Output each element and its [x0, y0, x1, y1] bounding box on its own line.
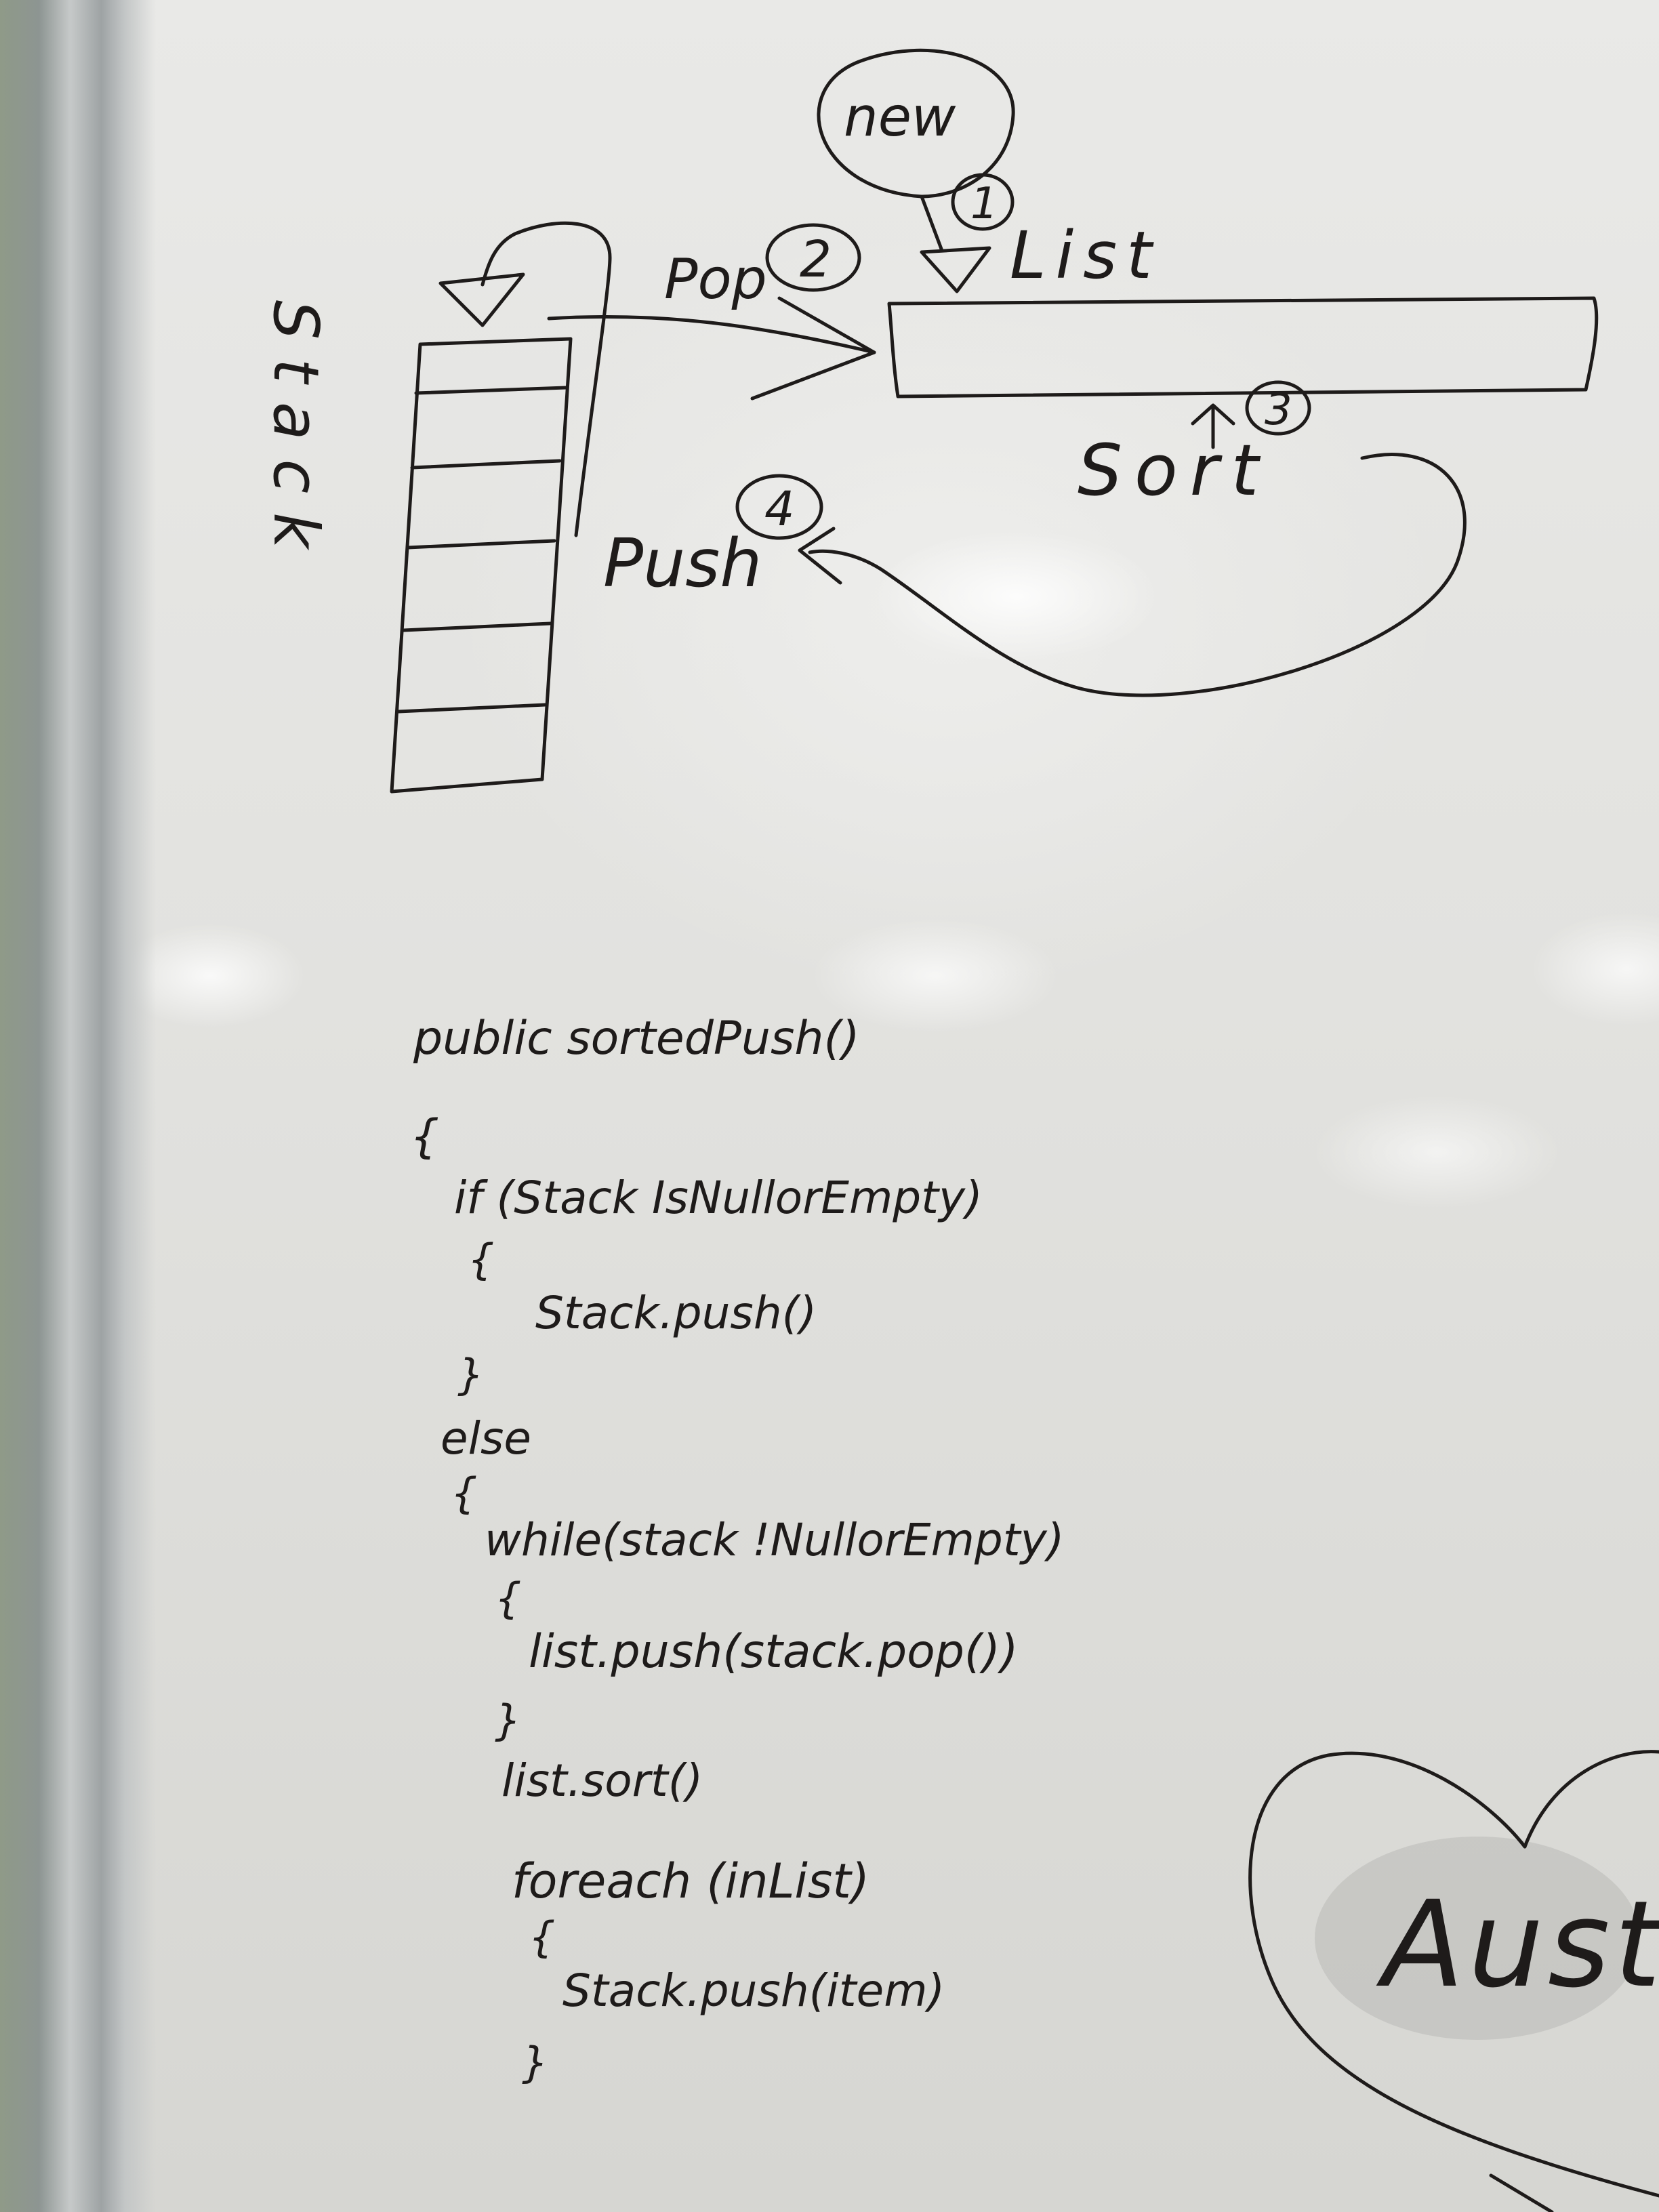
code-line: { — [495, 1574, 521, 1623]
code-line: if (Stack IsNullorEmpty) — [454, 1172, 983, 1224]
stack-diagram — [390, 337, 573, 794]
code-line: foreach (inList) — [512, 1853, 869, 1909]
code-line: Stack.push(item) — [562, 1965, 945, 2017]
svg-text:Austi: Austi — [1376, 1875, 1659, 2014]
svg-text:List: List — [1010, 218, 1162, 293]
new-to-list-arrow — [920, 246, 991, 293]
svg-text:Pop: Pop — [664, 247, 767, 312]
code-line: } — [457, 1350, 484, 1399]
pop-arrow — [547, 296, 876, 401]
step-4-marker: 4 — [735, 474, 823, 540]
code-line: { — [451, 1469, 477, 1518]
whiteboard-frame — [0, 0, 156, 2212]
sort-up-arrow — [1191, 403, 1235, 449]
step-1-marker: 1 — [951, 173, 1015, 231]
push-label: Push — [603, 525, 762, 602]
sort-label: Sort — [1078, 429, 1271, 512]
svg-text:Stack: Stack — [260, 300, 332, 568]
heart-drawing: Austi — [1248, 1750, 1659, 2212]
list-label: List — [1010, 218, 1162, 293]
sort-to-push-arrow — [798, 453, 1467, 697]
code-line: else — [441, 1412, 531, 1465]
code-line: { — [410, 1110, 439, 1164]
svg-text:1: 1 — [970, 179, 998, 229]
code-line: public sortedPush() — [413, 1012, 860, 1065]
svg-text:3: 3 — [1265, 385, 1292, 435]
stack-label: Stack — [260, 300, 332, 568]
list-box — [887, 296, 1599, 398]
code-line: list.push(stack.pop()) — [529, 1625, 1018, 1679]
new-bubble: new — [817, 48, 1015, 253]
code-block: public sortedPush() { if (Stack IsNullor… — [410, 1012, 1064, 2087]
code-line: } — [495, 1696, 521, 1745]
code-line: list.sort() — [501, 1755, 703, 1807]
svg-text:new: new — [844, 85, 956, 148]
svg-text:2: 2 — [800, 230, 832, 289]
code-line: Stack.push() — [535, 1287, 817, 1339]
svg-text:4: 4 — [764, 481, 795, 537]
code-line: } — [522, 2038, 548, 2087]
code-line: { — [468, 1235, 494, 1284]
svg-text:Push: Push — [603, 525, 762, 602]
step-2-marker: 2 — [765, 223, 861, 292]
code-line: { — [529, 1912, 555, 1962]
push-loop-arrow — [438, 221, 612, 537]
code-line: while(stack !NullorEmpty) — [485, 1514, 1064, 1566]
step-3-marker: 3 — [1245, 380, 1311, 436]
pop-label: Pop — [664, 247, 767, 312]
svg-text:Sort: Sort — [1078, 429, 1271, 512]
